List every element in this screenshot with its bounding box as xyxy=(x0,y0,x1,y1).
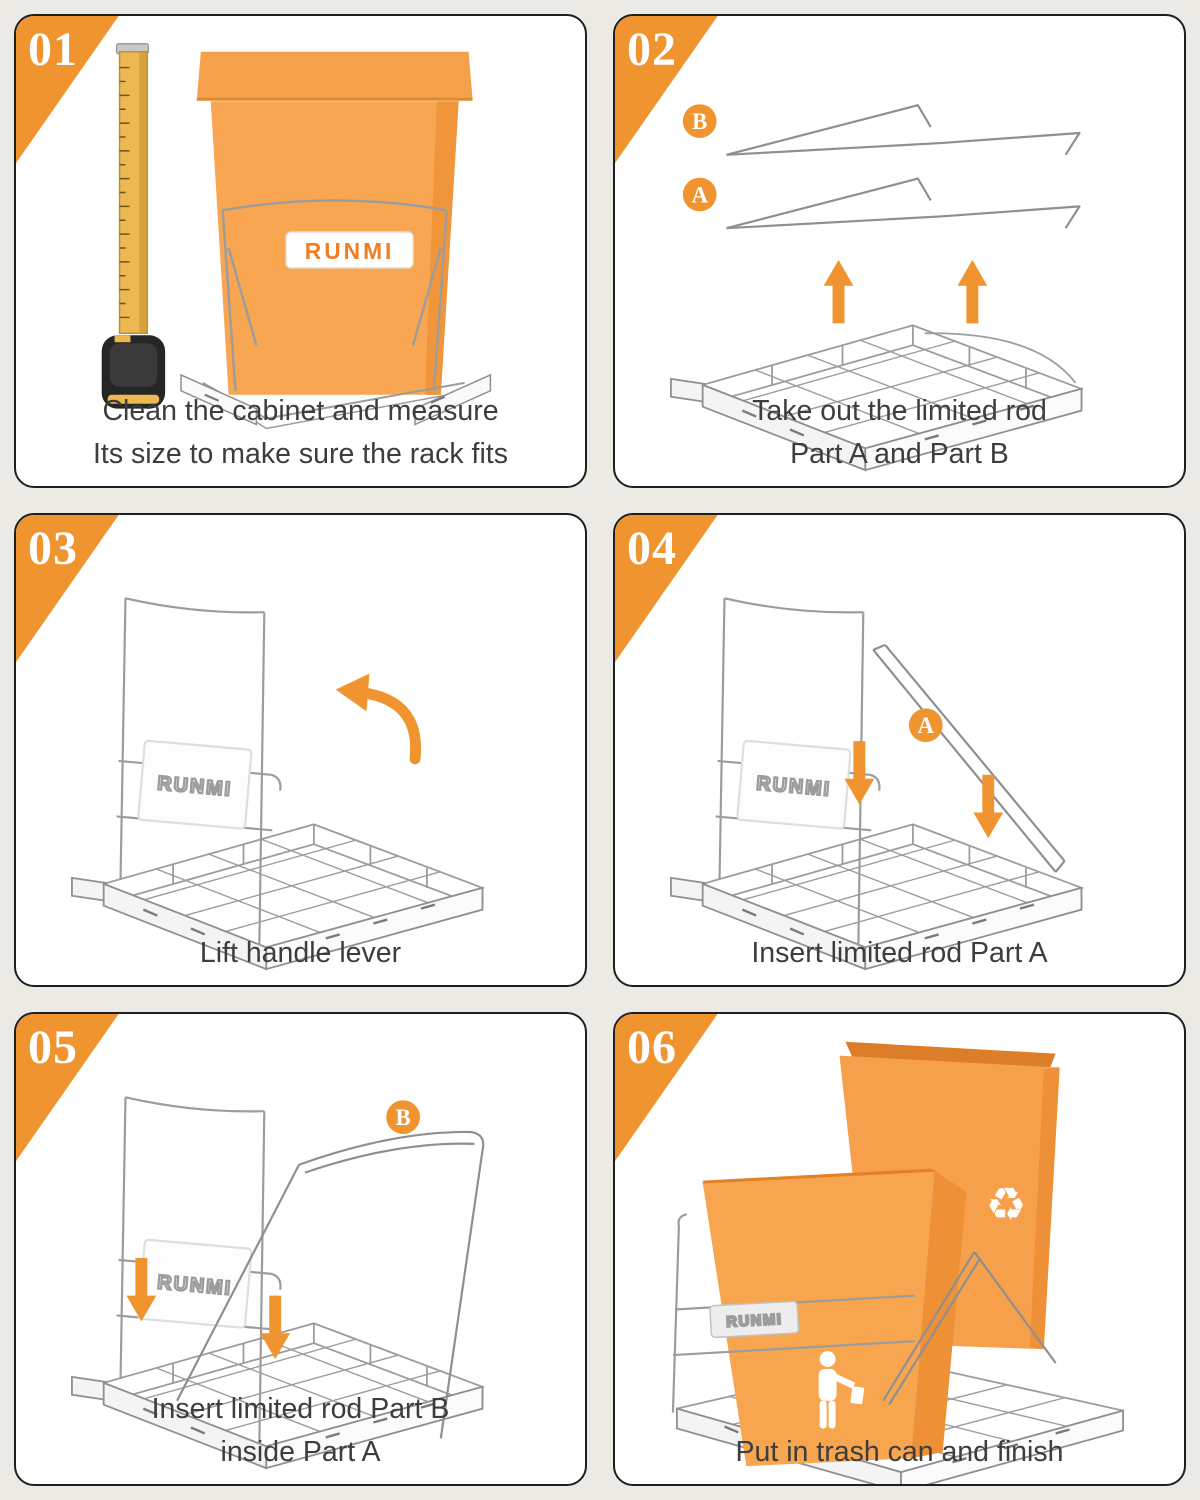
step-04-illustration: RUNMI A xyxy=(670,597,1085,971)
trash-bin-in-rack: RUNMI xyxy=(180,51,492,430)
handle-frame: RUNMI xyxy=(715,597,881,946)
step-panel-04: RUNMI A 04 Insert limited rod Part A xyxy=(613,513,1186,987)
step-06-illustration: ♻ RUNMI xyxy=(671,1041,1124,1484)
pull-out-basket xyxy=(670,324,1085,472)
step-panel-06: ♻ RUNMI xyxy=(613,1012,1186,1486)
up-arrow-icon xyxy=(957,259,988,324)
trash-bin-front xyxy=(702,1168,967,1467)
label-b-text: B xyxy=(692,109,707,134)
caption-line: Its size to make sure the rack fits xyxy=(93,438,508,470)
step-caption: Put in trash can and finish xyxy=(615,1431,1184,1474)
down-arrow-icon xyxy=(260,1295,291,1360)
runmi-logo-plate: RUNMI xyxy=(137,1238,253,1329)
runmi-logo-plate: RUNMI xyxy=(137,739,253,830)
caption-line: Lift handle lever xyxy=(199,937,402,969)
step-01-illustration: RUNMI xyxy=(101,43,492,430)
step-panel-01: RUNMI 01 Clean the cabinet and measure I… xyxy=(14,14,587,488)
step-number: 03 xyxy=(28,522,78,575)
brand-logo-text: RUNMI xyxy=(305,238,395,264)
rack-side-wires xyxy=(221,199,448,391)
step-number: 01 xyxy=(28,23,78,76)
caption-line: Clean the cabinet and measure xyxy=(102,395,499,427)
bin-lid xyxy=(196,51,473,100)
pull-out-basket xyxy=(670,823,1085,971)
caption-line: Take out the limited rod xyxy=(752,395,1047,427)
runmi-logo-plate: RUNMI xyxy=(736,739,852,830)
rod-part-a xyxy=(726,177,1081,230)
step-panel-02: B A 02 Take out the limited rod Part A a… xyxy=(613,14,1186,488)
caption-line: inside Part A xyxy=(220,1436,381,1468)
step-number: 06 xyxy=(627,1021,677,1074)
step-03-illustration: RUNMI xyxy=(71,597,486,971)
slide-rail-right xyxy=(414,373,492,426)
rack-front-frame: RUNMI xyxy=(671,1213,915,1413)
brand-logo-text: RUNMI xyxy=(726,1312,783,1331)
label-badge-b: B xyxy=(386,1100,420,1134)
pull-out-basket xyxy=(71,823,486,971)
litter-disposal-icon xyxy=(818,1351,865,1429)
caption-line: Part A and Part B xyxy=(790,438,1009,470)
caption-line: Insert limited rod Part B xyxy=(151,1393,450,1425)
tape-measure-icon xyxy=(101,43,166,409)
label-badge-a: A xyxy=(908,708,943,743)
step-number: 05 xyxy=(28,1021,78,1074)
curved-arrow-icon xyxy=(335,673,422,765)
rod-part-b xyxy=(176,1130,485,1439)
label-badge-a: A xyxy=(682,177,717,212)
down-arrow-icon xyxy=(844,741,875,805)
label-b-text: B xyxy=(396,1105,411,1130)
handle-frame: RUNMI xyxy=(116,1096,282,1445)
step-panel-03: RUNMI 03 Lift handle lever xyxy=(14,513,587,987)
step-caption: Insert limited rod Part B inside Part A xyxy=(16,1388,585,1474)
step-caption: Take out the limited rod Part A and Part… xyxy=(615,390,1184,476)
down-arrow-icon xyxy=(973,774,1004,839)
up-arrow-icon xyxy=(823,259,854,324)
recycle-icon: ♻ xyxy=(986,1178,1027,1231)
step-number: 02 xyxy=(627,23,677,76)
step-caption: Lift handle lever xyxy=(16,932,585,975)
label-badge-b: B xyxy=(682,104,717,138)
label-a-text: A xyxy=(691,182,708,207)
label-a-text: A xyxy=(918,713,935,738)
rod-part-b xyxy=(882,1251,1057,1406)
runmi-logo-plate: RUNMI xyxy=(709,1300,800,1339)
handle-frame: RUNMI xyxy=(116,597,282,946)
step-panel-05: RUNMI B 05 Insert limited rod Part B ins… xyxy=(14,1012,587,1486)
caption-line: Put in trash can and finish xyxy=(735,1436,1064,1468)
pull-out-basket xyxy=(71,1322,486,1470)
step-caption: Insert limited rod Part A xyxy=(615,932,1184,975)
rod-part-b xyxy=(726,104,1081,156)
caption-line: Insert limited rod Part A xyxy=(751,937,1048,969)
down-arrow-icon xyxy=(126,1257,157,1322)
step-number: 04 xyxy=(627,522,677,575)
runmi-logo-plate: RUNMI xyxy=(285,231,414,269)
step-05-illustration: RUNMI B xyxy=(71,1096,486,1470)
step-caption: Clean the cabinet and measure Its size t… xyxy=(16,390,585,476)
step-02-illustration: B A xyxy=(670,104,1085,472)
rod-part-a xyxy=(872,643,1066,873)
